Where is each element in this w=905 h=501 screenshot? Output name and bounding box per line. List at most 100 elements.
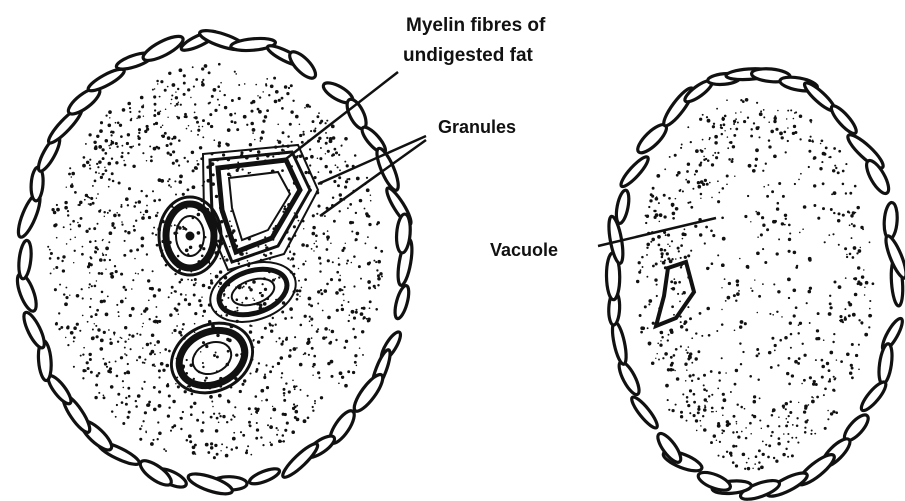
granule-dot xyxy=(299,134,302,137)
granule-dot xyxy=(709,182,711,184)
granule-dot xyxy=(681,232,685,236)
granule-dot xyxy=(354,336,357,339)
granule-dot xyxy=(55,266,58,269)
granule-dot xyxy=(677,171,681,175)
granule-dot xyxy=(299,124,301,126)
granule-dot xyxy=(644,305,647,308)
granule-dot xyxy=(738,290,740,292)
granule-dot xyxy=(717,180,719,182)
granule-dot xyxy=(215,275,219,279)
granule-dot xyxy=(376,269,378,271)
granule-dot xyxy=(809,322,811,324)
granule-dot xyxy=(126,354,128,356)
granule-dot xyxy=(816,329,819,332)
granule-dot xyxy=(115,416,117,418)
granule-dot xyxy=(167,180,169,182)
granule-dot xyxy=(302,133,305,136)
granule-dot xyxy=(152,89,154,91)
granule-dot xyxy=(750,287,751,288)
granule-dot xyxy=(255,395,258,398)
granule-dot xyxy=(251,413,253,415)
granule-dot xyxy=(66,326,69,329)
granule-dot xyxy=(163,448,165,450)
granule-dot xyxy=(850,214,853,217)
granule-dot xyxy=(793,118,795,120)
granule-dot xyxy=(348,178,350,180)
granule-dot xyxy=(779,132,783,136)
granule-dot xyxy=(122,108,126,112)
granule-dot xyxy=(803,205,807,209)
granule-dot xyxy=(768,351,772,355)
granule-dot xyxy=(216,355,219,358)
granule-dot xyxy=(750,135,753,138)
granule-dot xyxy=(174,273,176,275)
granule-dot xyxy=(152,190,154,192)
granule-dot xyxy=(272,366,274,368)
granule-dot xyxy=(359,199,363,203)
granule-dot xyxy=(65,287,67,289)
granule-dot xyxy=(838,150,841,153)
granule-dot xyxy=(151,333,155,337)
granule-dot xyxy=(105,114,107,116)
granule-dot xyxy=(325,153,326,154)
granule-dot xyxy=(236,310,238,312)
granule-dot xyxy=(149,145,151,147)
granule-dot xyxy=(265,244,267,246)
granule-dot xyxy=(339,169,341,171)
granule-dot xyxy=(87,265,90,268)
granule-dot xyxy=(293,347,297,351)
granule-dot xyxy=(704,242,706,244)
granule-dot xyxy=(293,253,296,256)
granule-dot xyxy=(124,372,127,375)
granule-dot xyxy=(815,359,817,361)
granule-dot xyxy=(676,377,680,381)
granule-dot xyxy=(121,221,123,223)
granule-dot xyxy=(317,157,319,159)
granule-dot xyxy=(284,85,288,89)
granule-dot xyxy=(735,112,737,114)
granule-dot xyxy=(165,450,167,452)
granule-dot xyxy=(779,339,782,342)
granule-dot xyxy=(296,385,298,387)
granule-dot xyxy=(88,228,90,230)
granule-dot xyxy=(708,395,710,397)
granule-dot xyxy=(165,108,167,110)
granule-dot xyxy=(801,383,803,385)
granule-dot xyxy=(317,303,319,305)
granule-dot xyxy=(740,111,741,112)
granule-dot xyxy=(141,425,143,427)
granule-dot xyxy=(170,186,172,188)
granule-dot xyxy=(338,263,341,266)
granule-dot xyxy=(313,250,314,251)
granule-dot xyxy=(82,246,84,248)
granule-dot xyxy=(105,139,109,143)
granule-dot xyxy=(380,250,383,253)
granule-dot xyxy=(315,234,318,237)
granule-dot xyxy=(743,120,746,123)
granule-dot xyxy=(269,425,273,429)
granule-dot xyxy=(324,215,326,217)
granule-dot xyxy=(655,263,658,266)
granule-dot xyxy=(175,383,176,384)
granule-dot xyxy=(737,122,739,124)
granule-dot xyxy=(785,218,787,220)
granule-dot xyxy=(283,388,286,391)
granule-dot xyxy=(154,109,156,111)
granule-dot xyxy=(130,119,132,121)
granule-dot xyxy=(73,326,77,330)
granule-dot xyxy=(84,369,87,372)
granule-dot xyxy=(332,261,334,263)
granule-dot xyxy=(286,92,289,95)
granule-dot xyxy=(713,123,715,125)
granule-dot xyxy=(759,112,763,116)
granule-dot xyxy=(252,298,253,299)
granule-dot xyxy=(164,348,167,351)
granule-dot xyxy=(71,172,75,176)
granule-dot xyxy=(78,224,81,227)
granule-dot xyxy=(89,203,92,206)
granule-dot xyxy=(755,148,759,152)
granule-dot xyxy=(788,297,790,299)
granule-dot xyxy=(797,442,799,444)
granule-dot xyxy=(776,207,779,210)
granule-dot xyxy=(153,363,155,365)
